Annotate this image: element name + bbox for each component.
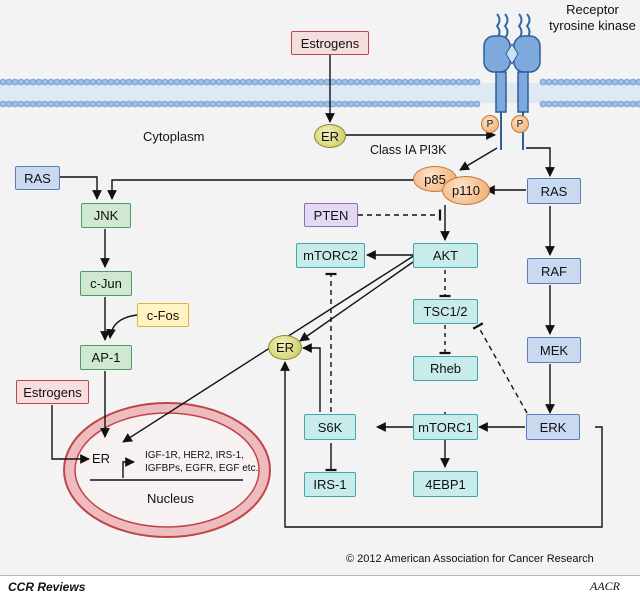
target-genes-line2: IGFBPs, EGFR, EGF etc.	[145, 463, 259, 474]
class-pi3k-label: Class IA PI3K	[370, 143, 447, 157]
akt-node: AKT	[413, 243, 478, 268]
copyright-notice: © 2012 American Association for Cancer R…	[346, 553, 594, 565]
phospho-left-node: P	[481, 115, 499, 133]
receptor-label: Receptor tyrosine kinase	[545, 2, 640, 34]
phospho-right-node: P	[511, 115, 529, 133]
lipid-head	[635, 100, 640, 108]
irs-1-node: IRS-1	[304, 472, 356, 497]
nucleus-label: Nucleus	[147, 491, 194, 506]
er-nucleus-node: ER	[92, 451, 111, 466]
receptor-label-line1: Receptor	[566, 2, 619, 17]
erk-node: ERK	[526, 414, 580, 440]
membrane-core	[0, 83, 640, 103]
p110-node: p110	[442, 176, 490, 205]
lipid-head	[473, 100, 481, 108]
pten-node: PTEN	[304, 203, 358, 227]
receptor-label-line2: tyrosine kinase	[549, 18, 636, 33]
nucleus-envelope	[63, 402, 271, 538]
rheb-node: Rheb	[413, 356, 478, 381]
mtorc1-node: mTORC1	[413, 414, 478, 440]
journal-label: CCR Reviews	[8, 580, 86, 594]
raf-node: RAF	[527, 258, 581, 284]
4ebp1-node: 4EBP1	[413, 471, 478, 497]
ras-right-node: RAS	[527, 178, 581, 204]
c-fos-node: c-Fos	[137, 303, 189, 327]
cytoplasm-label: Cytoplasm	[143, 129, 205, 144]
tsc1-2-node: TSC1/2	[413, 299, 478, 324]
figure-footer: CCR Reviews AACR	[0, 575, 640, 599]
activation-arrows	[51, 54, 603, 528]
ras-left-node: RAS	[15, 166, 60, 190]
lipid-head	[635, 78, 640, 86]
target-genes-line1: IGF-1R, HER2, IRS-1,	[145, 450, 244, 461]
receptor-tyrosine-kinase	[483, 13, 541, 150]
c-jun-node: c-Jun	[80, 271, 132, 296]
aacr-logo: AACR	[590, 579, 620, 593]
inhibition-edges	[325, 209, 528, 472]
er-middle-node: ER	[268, 335, 302, 360]
estrogens-top-node: Estrogens	[291, 31, 369, 55]
estrogens-left-node: Estrogens	[16, 380, 89, 404]
ap-1-node: AP-1	[80, 345, 132, 370]
er-cytoplasm-node: ER	[314, 124, 346, 148]
cell-membrane	[0, 78, 640, 108]
mtorc2-node: mTORC2	[296, 243, 365, 268]
s6k-node: S6K	[304, 414, 356, 440]
target-genes-label: IGF-1R, HER2, IRS-1, IGFBPs, EGFR, EGF e…	[145, 449, 258, 475]
lipid-head	[473, 78, 481, 86]
mek-node: MEK	[527, 337, 581, 363]
jnk-node: JNK	[81, 203, 131, 228]
